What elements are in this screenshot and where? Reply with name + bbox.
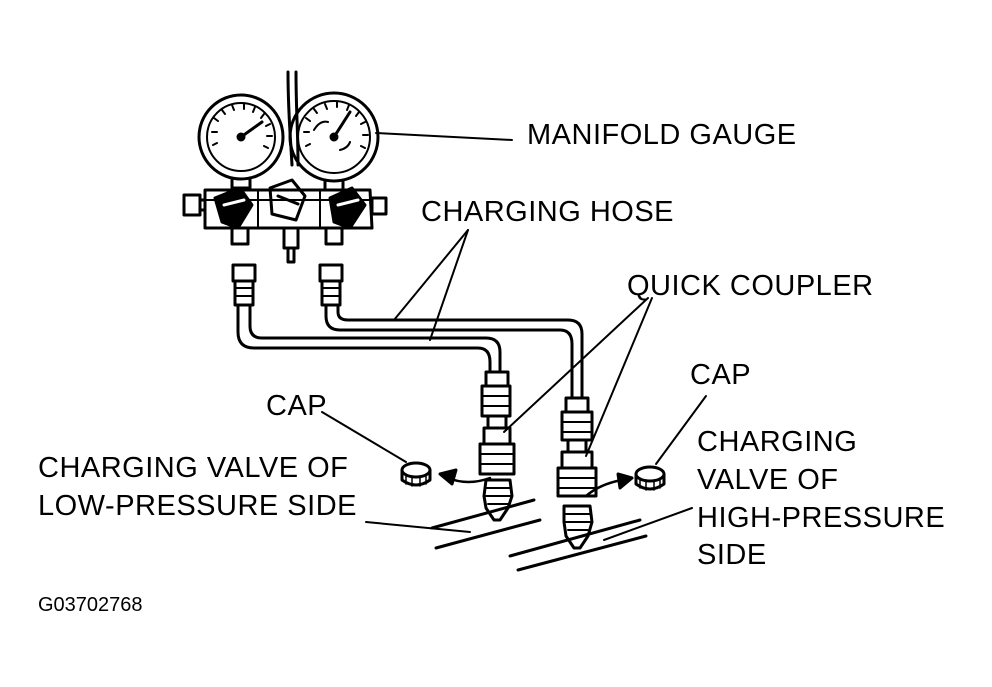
manifold-body — [182, 178, 388, 264]
arrow-cap-low — [438, 468, 492, 486]
label-high-valve-line4: SIDE — [697, 539, 767, 571]
pipe-low-pressure — [430, 498, 542, 550]
arrow-cap-high — [584, 472, 634, 498]
charging-hose-low — [236, 303, 502, 374]
label-high-valve-line2: VALVE OF — [697, 464, 839, 496]
figure-id: G03702768 — [38, 594, 143, 616]
label-quick-coupler: QUICK COUPLER — [627, 270, 874, 302]
high-pressure-gauge — [288, 91, 380, 192]
cap-high — [634, 465, 666, 491]
leader-lines — [321, 132, 707, 541]
label-high-valve-line3: HIGH-PRESSURE — [697, 502, 946, 534]
label-manifold-gauge: MANIFOLD GAUGE — [527, 119, 797, 151]
cap-low — [400, 461, 432, 487]
hose-fitting-right — [318, 263, 344, 307]
charging-valve-high — [562, 504, 594, 550]
low-pressure-gauge — [197, 93, 285, 190]
hose-fitting-left — [231, 263, 257, 307]
label-cap-right: CAP — [690, 359, 752, 391]
service-hose — [286, 70, 300, 167]
label-high-valve-line1: CHARGING — [697, 426, 858, 458]
pipe-high-pressure — [508, 518, 648, 572]
charging-hose-high — [324, 303, 584, 400]
label-charging-hose: CHARGING HOSE — [421, 196, 675, 228]
label-low-valve-line1: CHARGING VALVE OF — [38, 452, 349, 484]
label-low-valve-line2: LOW-PRESSURE SIDE — [38, 490, 357, 522]
charging-valve-low — [482, 478, 514, 522]
label-cap-left: CAP — [266, 390, 328, 422]
quick-coupler-low — [478, 370, 516, 476]
quick-coupler-high — [556, 396, 598, 498]
